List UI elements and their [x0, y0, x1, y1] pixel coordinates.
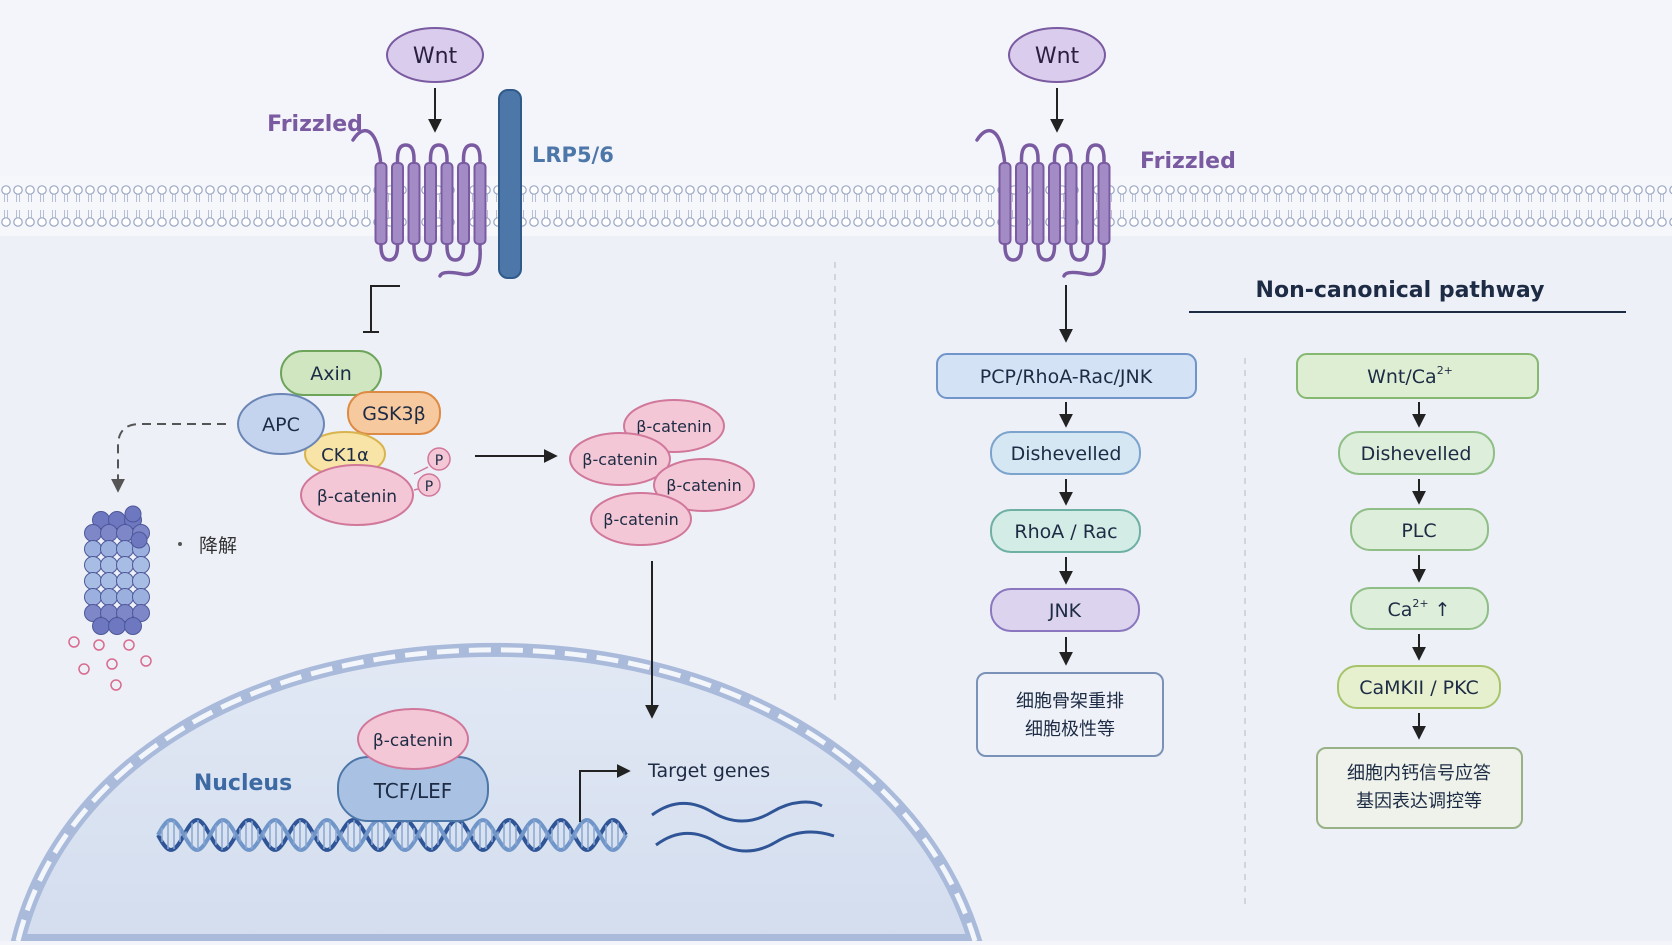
jnk-label: JNK — [1048, 600, 1082, 622]
nucleus-label: Nucleus — [194, 771, 292, 796]
rhoa-rac-label: RhoA / Rac — [1014, 521, 1117, 543]
apc-label: APC — [262, 414, 300, 436]
degraded-fragments — [68, 636, 152, 691]
phospho-2: P — [413, 473, 441, 497]
pcp-node: PCP/RhoA-Rac/JNK — [936, 353, 1197, 399]
tcf-lef-label: TCF/LEF — [373, 779, 453, 803]
free-beta-catenin-2: β-catenin — [569, 432, 671, 486]
inhibition-line — [370, 285, 400, 332]
mrna-wave-2 — [655, 830, 835, 853]
nucleus — [9, 642, 984, 945]
pcp-outcome: 细胞骨架重排 细胞极性等 — [976, 672, 1164, 757]
canonical-frizzled-receptor — [351, 128, 487, 278]
complex-beta-catenin-label: β-catenin — [317, 487, 397, 507]
target-genes-label: Target genes — [647, 760, 770, 782]
free-beta-catenin-3: β-catenin — [653, 458, 755, 512]
proteasome — [84, 505, 150, 635]
ca-outcome-line-1: 细胞内钙信号应答 — [1347, 763, 1491, 784]
ca-dishevelled: Dishevelled — [1338, 431, 1495, 475]
mrna-wave-1 — [651, 800, 823, 823]
apc: APC — [237, 393, 325, 455]
pcp-dishevelled: Dishevelled — [990, 431, 1141, 475]
ca-outcome-line-2: 基因表达调控等 — [1356, 791, 1482, 812]
noncanonical-wnt-label: Wnt — [1035, 44, 1080, 69]
gsk3b: GSK3β — [347, 391, 441, 435]
pcp-dishevelled-label: Dishevelled — [1011, 443, 1122, 465]
nuclear-beta-catenin-label: β-catenin — [373, 731, 453, 751]
phospho-2-label: P — [425, 479, 433, 495]
canonical-frizzled-label: Frizzled — [267, 112, 363, 137]
noncanonical-wnt-ligand: Wnt — [1008, 27, 1106, 83]
destruction-complex: Axin GSK3β CK1α APC β-catenin P P — [237, 350, 451, 526]
jnk: JNK — [990, 588, 1140, 632]
transcription-arrow — [579, 764, 631, 822]
gsk3b-label: GSK3β — [362, 403, 425, 425]
pcp-outcome-line-2: 细胞极性等 — [1025, 719, 1115, 740]
nuclear-beta-catenin: β-catenin — [357, 708, 469, 770]
phospho-1: P — [413, 447, 451, 475]
noncanonical-frizzled-label: Frizzled — [1140, 149, 1236, 174]
phospho-1-label: P — [435, 453, 443, 469]
rhoa-rac: RhoA / Rac — [990, 509, 1141, 553]
plc: PLC — [1350, 508, 1489, 551]
noncanonical-frizzled-receptor — [975, 128, 1111, 278]
complex-beta-catenin: β-catenin — [300, 464, 414, 526]
axin: Axin — [280, 350, 382, 396]
pcp-node-label: PCP/RhoA-Rac/JNK — [980, 366, 1153, 388]
lrp-coreceptor — [498, 89, 522, 279]
ca-outcome: 细胞内钙信号应答 基因表达调控等 — [1316, 747, 1523, 829]
tcf-lef-factor: TCF/LEF — [337, 756, 489, 822]
noncanonical-title: Non-canonical pathway — [1256, 278, 1545, 303]
cell-membrane — [0, 176, 1672, 236]
calcium-increase-label: Ca2+ ↑ — [1387, 597, 1450, 621]
pcp-outcome-line-1: 细胞骨架重排 — [1016, 691, 1124, 712]
dna-helix — [156, 818, 628, 852]
free-beta-catenin-3-label: β-catenin — [666, 476, 741, 495]
canonical-wnt-ligand: Wnt — [386, 27, 484, 83]
axin-label: Axin — [310, 363, 352, 385]
plc-label: PLC — [1401, 520, 1436, 542]
canonical-wnt-label: Wnt — [413, 44, 458, 69]
bullet-dot — [178, 542, 182, 546]
ck1a-label: CK1α — [321, 445, 369, 466]
degradation-arrow — [111, 423, 226, 493]
wnt-ca-node: Wnt/Ca2+ — [1296, 353, 1539, 399]
free-beta-catenin-1-label: β-catenin — [636, 417, 711, 436]
calcium-increase: Ca2+ ↑ — [1350, 587, 1489, 630]
degradation-label: 降解 — [199, 535, 237, 557]
free-beta-catenin-2-label: β-catenin — [582, 450, 657, 469]
camkii-pkc: CaMKII / PKC — [1337, 665, 1501, 709]
free-beta-catenin-4-label: β-catenin — [603, 510, 678, 529]
camkii-pkc-label: CaMKII / PKC — [1359, 677, 1479, 699]
wnt-ca-label: Wnt/Ca2+ — [1367, 364, 1453, 388]
free-beta-catenin-4: β-catenin — [590, 492, 692, 546]
ca-dishevelled-label: Dishevelled — [1361, 443, 1472, 465]
lrp-label: LRP5/6 — [532, 143, 614, 167]
